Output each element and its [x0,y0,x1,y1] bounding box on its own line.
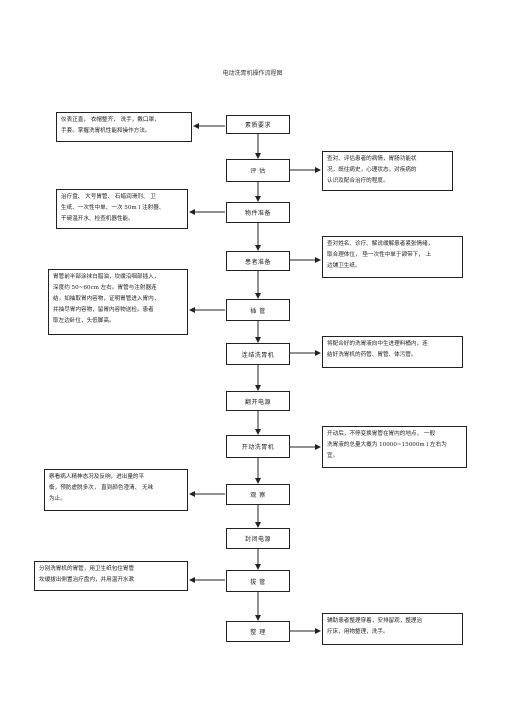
step-quality-requirements: 素质要求 [226,115,290,134]
step-remove-tube: 拔 管 [226,570,290,592]
step-connect-machine: 连结洗胃机 [226,343,290,365]
note-tidy-up: 辅助患者整理穿着，安排留观，整理治 疗床，用物整理，洗手。 [322,613,463,645]
note-observe: 察看病人精神态况及反响，进出量的平 衡，预防虚脱多次， 直到颜色澄清、 无味 为… [44,469,188,511]
note-patient-preparation: 查对姓名、诊疗、解说缓解患者紧张情绪， 取合理体位， 垫一次性中单于颌带下， 上… [322,236,463,278]
step-assessment: 评 估 [226,159,290,182]
note-connect-machine: 将配合好的洗胃液向中生进理料桶内，连 结好洗胃机的药管、胃管、体污管。 [322,336,463,368]
note-assessment: 查对、评估患者的病情，胃肠功能状 况，既往病史，心理状态，对疾病的 认识及配合治… [322,151,453,191]
note-quality-requirements: 仪表正直， 衣帽整齐， 洗手，戴口罩， 手套。掌握洗胃机性能和操作方法。 [56,112,192,142]
note-supplies-preparation: 治疗盘、 大号胃管、 石蜡润滑剂、 卫 生纸、一次性中单、一次 50m l 注射… [56,189,188,229]
step-observe: 观 察 [226,484,290,505]
step-patient-preparation: 患者准备 [226,251,290,271]
note-intubation: 胃管前半部涂抹白腊油，坎缓沿咽部插入， 深度约 50~60cm 左右。胃管与注射… [48,269,188,335]
step-supplies-preparation: 物件准备 [226,202,290,223]
step-power-on: 翻开电源 [226,391,290,411]
page-title: 电动洗胃机操作流程图 [222,70,283,77]
note-remove-tube: 分别洗胃机的胃管，用卫生纸包住胃管 坎缓拔出侧置治疗盘内，并用温开水漱 [34,561,188,591]
step-power-off: 封闭电源 [226,528,290,549]
step-tidy-up: 整 理 [226,621,290,642]
note-start-machine: 开动后，不停变换胃管在胃内的地点， 一般 洗胃液的总量大概为 10000~150… [322,426,467,468]
step-start-machine: 开动洗胃机 [226,435,290,458]
step-intubation: 插 管 [226,299,290,321]
